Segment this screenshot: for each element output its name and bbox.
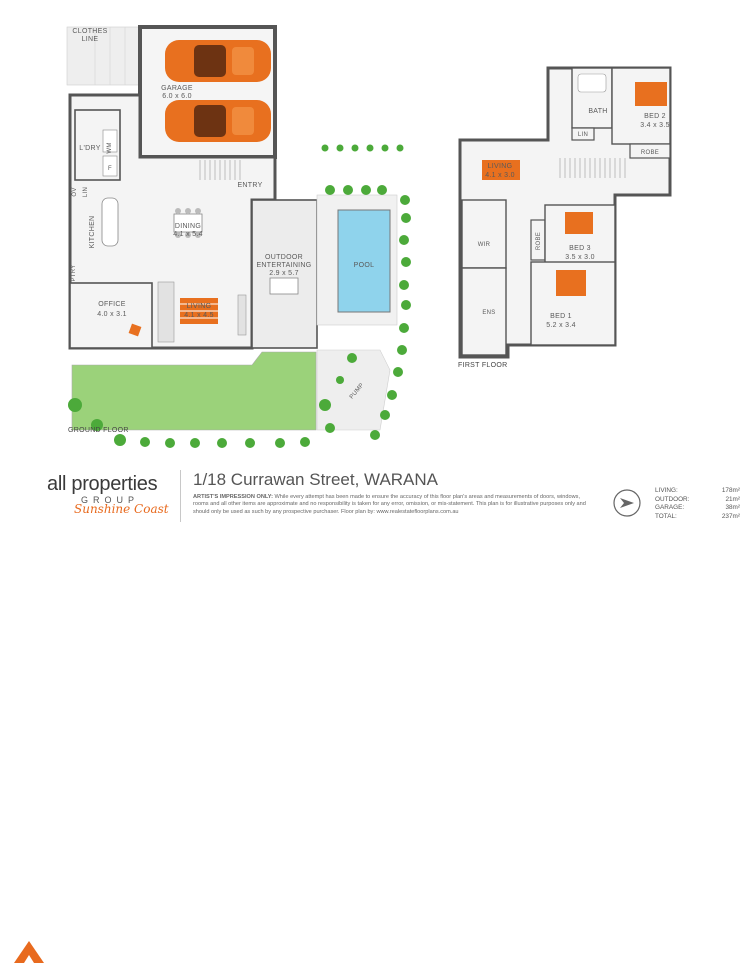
office-label: OFFICE xyxy=(98,301,125,308)
bath-label: BATH xyxy=(588,108,607,115)
bed-3-bed xyxy=(565,212,593,234)
linen-upstairs-label: LIN xyxy=(578,132,588,138)
outdoor-dimensions: 2.9 x 5.7 xyxy=(269,270,299,277)
robe-top-label: ROBE xyxy=(641,150,659,156)
pool xyxy=(337,209,391,313)
wir-label: WIR xyxy=(478,242,491,248)
entry-label: ENTRY xyxy=(237,182,262,189)
bed-1-bed xyxy=(556,270,586,296)
car-top xyxy=(165,40,271,82)
outdoor-label-2: ENTERTAINING xyxy=(256,262,311,269)
disclaimer-text: While every attempt has been made to ens… xyxy=(193,494,586,515)
brand-name: all properties xyxy=(47,473,158,495)
upstairs-living-rug xyxy=(482,160,520,180)
property-address: 1/18 Currawan Street, WARANA xyxy=(193,470,439,489)
robe-mid-label: ROBE xyxy=(536,232,542,250)
house-logo-icon xyxy=(14,941,44,963)
brand-group: GROUP xyxy=(81,495,140,505)
kitchen-label: KITCHEN xyxy=(89,216,96,249)
ground-floor-title: GROUND FLOOR xyxy=(68,427,129,434)
disclaimer: ARTIST'S IMPRESSION ONLY: While every at… xyxy=(193,494,588,516)
outdoor-label-1: OUTDOOR xyxy=(265,254,303,261)
bed-2-dimensions: 3.4 x 3.5 xyxy=(640,122,670,129)
first-floor: BATH BED 2 3.4 x 3.5 LIN ROBE LIVING 4.1… xyxy=(458,66,672,369)
washing-machine-label: WM xyxy=(107,142,113,153)
office-dimensions: 4.0 x 3.1 xyxy=(97,311,127,318)
bed-2-bed xyxy=(635,82,667,106)
pool-label: POOL xyxy=(354,262,375,269)
area-living: LIVING:178m² xyxy=(655,487,740,494)
car-bottom xyxy=(165,100,271,142)
pantry-label: PTRY xyxy=(71,264,77,281)
oven-label: OV xyxy=(72,187,78,196)
area-summary: LIVING:178m² OUTDOOR:21m² GARAGE:38m² TO… xyxy=(655,487,740,521)
upstairs-living-dimensions: 4.1 x 3.0 xyxy=(485,172,515,179)
living-label: LIVING xyxy=(187,303,212,310)
bed-1-label: BED 1 xyxy=(550,313,572,320)
disclaimer-lead: ARTIST'S IMPRESSION ONLY: xyxy=(193,494,273,500)
linen-label: LIN xyxy=(83,187,89,197)
bed-2-label: BED 2 xyxy=(644,113,666,120)
north-compass-icon xyxy=(613,489,641,517)
first-floor-title: FIRST FLOOR xyxy=(458,362,507,369)
area-total: TOTAL:237m² xyxy=(655,512,740,520)
brand-tagline: Sunshine Coast xyxy=(74,502,169,516)
clothes-line-label-1: CLOTHES xyxy=(72,28,107,35)
fridge-label: F xyxy=(108,166,112,172)
laundry-label: L'DRY xyxy=(79,145,100,152)
dining-dimensions: 4.1 x 5.4 xyxy=(173,231,203,238)
floor-plan: CLOTHES LINE GARAGE 6.0 x 6.0 L'DRY WM F… xyxy=(66,25,672,448)
area-outdoor: OUTDOOR:21m² xyxy=(655,495,740,503)
upstairs-living-label: LIVING xyxy=(488,163,513,170)
bed-3-dimensions: 3.5 x 3.0 xyxy=(565,254,595,261)
garage-label: GARAGE xyxy=(161,85,193,92)
bed-1-dimensions: 5.2 x 3.4 xyxy=(546,322,576,329)
footer-divider xyxy=(180,470,181,522)
lawn xyxy=(71,351,317,431)
garage-dimensions: 6.0 x 6.0 xyxy=(162,93,192,100)
ensuite-label: ENS xyxy=(482,310,495,316)
ground-floor: CLOTHES LINE GARAGE 6.0 x 6.0 L'DRY WM F… xyxy=(66,25,411,448)
bed-3-label: BED 3 xyxy=(569,245,591,252)
outdoor-entertaining xyxy=(251,199,318,349)
area-garage: GARAGE:38m² xyxy=(655,504,740,512)
clothes-line-area xyxy=(66,26,153,86)
garden-trees xyxy=(68,185,411,448)
living-dimensions: 4.1 x 4.5 xyxy=(184,312,214,319)
dining-label: DINING xyxy=(175,223,201,230)
clothes-line-label-2: LINE xyxy=(82,36,99,43)
